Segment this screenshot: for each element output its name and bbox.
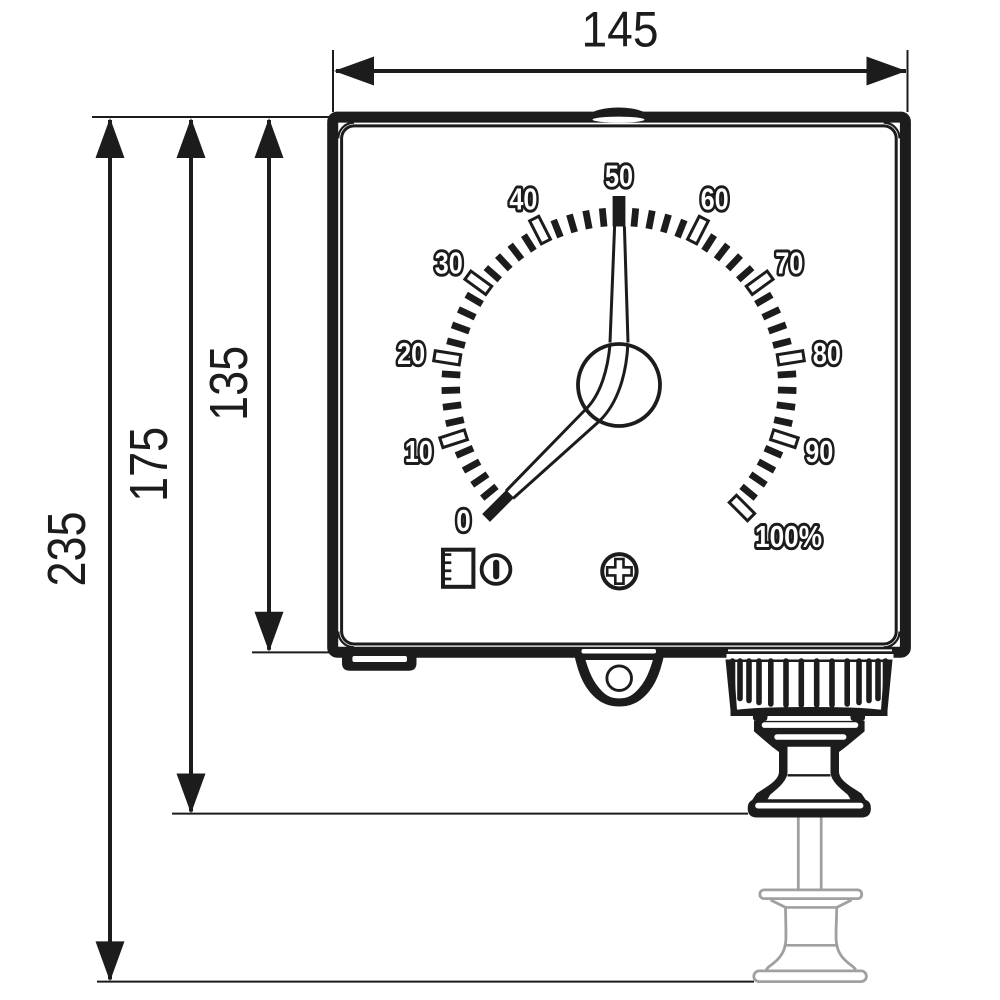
svg-text:20: 20	[397, 336, 425, 371]
svg-text:60: 60	[701, 181, 729, 216]
svg-text:235: 235	[37, 512, 97, 587]
svg-text:50: 50	[605, 159, 633, 194]
svg-text:90: 90	[805, 434, 833, 469]
svg-text:175: 175	[119, 427, 179, 502]
svg-text:40: 40	[509, 181, 537, 216]
svg-text:70: 70	[775, 245, 803, 280]
svg-text:80: 80	[813, 336, 841, 371]
svg-text:135: 135	[199, 346, 259, 421]
svg-text:0: 0	[456, 503, 471, 538]
svg-text:10: 10	[405, 434, 433, 469]
svg-text:100%: 100%	[755, 519, 822, 554]
svg-text:30: 30	[435, 245, 463, 280]
svg-text:145: 145	[582, 2, 659, 58]
